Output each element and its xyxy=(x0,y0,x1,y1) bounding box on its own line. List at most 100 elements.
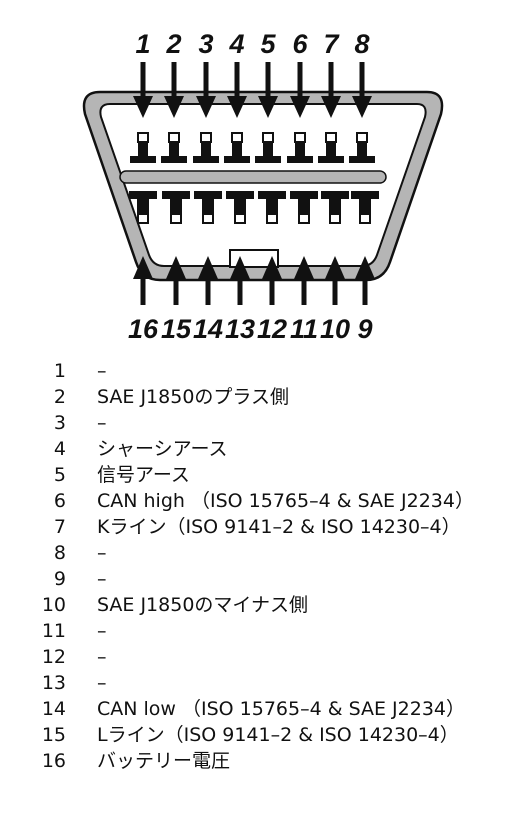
pin-stem xyxy=(295,142,305,156)
arrow-head xyxy=(133,96,153,118)
pin-row-number: 6 xyxy=(53,490,66,512)
pin-stem xyxy=(357,142,367,156)
pin-label-7: 7 xyxy=(323,29,340,59)
pin-row: 11– xyxy=(0,618,527,644)
arrow-head xyxy=(258,96,278,118)
down-arrow xyxy=(227,62,247,118)
down-arrow xyxy=(196,62,216,118)
pin-label-10: 10 xyxy=(320,314,350,344)
up-arrow xyxy=(294,256,314,305)
pin-row-number: 9 xyxy=(53,568,66,590)
connector-center-bar xyxy=(119,170,387,184)
pin-row-number: 7 xyxy=(53,516,66,538)
arrow-shaft xyxy=(173,277,179,305)
up-arrow xyxy=(262,256,282,305)
arrow-shaft xyxy=(297,62,303,98)
arrow-head xyxy=(321,96,341,118)
bottom-pin-terminal xyxy=(194,191,222,224)
bottom-pin-terminal xyxy=(129,191,157,224)
arrow-shaft xyxy=(328,62,334,98)
pin-row-number: 16 xyxy=(41,750,66,772)
pin-label-15: 15 xyxy=(161,314,192,344)
pin-base xyxy=(258,191,286,199)
pin-row-number: 8 xyxy=(53,542,66,564)
pin-row: 9– xyxy=(0,566,527,592)
pin-cap xyxy=(266,213,278,224)
arrow-shaft xyxy=(359,62,365,98)
pin-label-4: 4 xyxy=(228,29,244,59)
connector-shell-inner xyxy=(99,103,427,267)
arrow-head xyxy=(198,256,218,279)
arrow-shaft xyxy=(301,277,307,305)
pin-row-description: – xyxy=(97,568,107,590)
pin-row-number: 10 xyxy=(41,594,66,616)
pin-row-description: Kライン（ISO 9141–2 & ISO 14230–4） xyxy=(97,516,461,538)
pin-stem xyxy=(137,199,149,214)
pin-cap xyxy=(170,213,182,224)
pin-label-5: 5 xyxy=(260,29,276,59)
arrow-head xyxy=(294,256,314,279)
arrow-shaft xyxy=(140,277,146,305)
pin-label-14: 14 xyxy=(193,314,223,344)
pin-row-number: 1 xyxy=(53,360,66,382)
arrow-head xyxy=(230,256,250,279)
up-arrow xyxy=(166,256,186,305)
pin-base xyxy=(129,191,157,199)
arrow-shaft xyxy=(234,62,240,98)
arrow-head xyxy=(325,256,345,279)
pin-base xyxy=(193,156,219,163)
top-pin-terminal xyxy=(130,132,156,163)
pin-stem xyxy=(170,199,182,214)
bottom-pin-row xyxy=(129,191,379,224)
bottom-pin-terminal xyxy=(290,191,318,224)
up-arrow xyxy=(198,256,218,305)
pin-row-description: SAE J1850のマイナス側 xyxy=(97,594,309,616)
pin-label-11: 11 xyxy=(290,314,318,344)
pin-base xyxy=(318,156,344,163)
pin-row: 1– xyxy=(0,358,527,384)
pin-row-number: 12 xyxy=(41,646,66,668)
pin-base xyxy=(226,191,254,199)
arrow-head xyxy=(352,96,372,118)
pin-row: 8– xyxy=(0,540,527,566)
pin-row-number: 5 xyxy=(53,464,66,486)
arrow-head xyxy=(164,96,184,118)
pin-row-number: 3 xyxy=(53,412,66,434)
bottom-arrow-row xyxy=(133,256,375,305)
pin-cap xyxy=(200,132,212,143)
pin-stem xyxy=(234,199,246,214)
pin-stem xyxy=(138,142,148,156)
pin-row-number: 13 xyxy=(41,672,66,694)
arrow-head xyxy=(196,96,216,118)
pin-row-description: – xyxy=(97,672,107,694)
pin-row-number: 4 xyxy=(53,438,66,460)
pin-cap xyxy=(137,213,149,224)
pin-row-number: 15 xyxy=(41,724,66,746)
arrow-shaft xyxy=(140,62,146,98)
pin-cap xyxy=(137,132,149,143)
arrow-shaft xyxy=(362,277,368,305)
bottom-pin-terminal xyxy=(321,191,349,224)
pin-cap xyxy=(359,213,371,224)
pin-cap xyxy=(262,132,274,143)
pin-stem xyxy=(202,199,214,214)
pin-stem xyxy=(298,199,310,214)
top-pin-terminal xyxy=(287,132,313,163)
up-arrow xyxy=(230,256,250,305)
top-pin-terminal xyxy=(161,132,187,163)
pin-row: 3– xyxy=(0,410,527,436)
pin-base xyxy=(290,191,318,199)
pin-cap xyxy=(356,132,368,143)
pin-stem xyxy=(326,142,336,156)
pin-cap xyxy=(231,132,243,143)
arrow-shaft xyxy=(205,277,211,305)
pin-label-12: 12 xyxy=(257,314,287,344)
pin-base xyxy=(194,191,222,199)
pin-row-description: – xyxy=(97,646,107,668)
